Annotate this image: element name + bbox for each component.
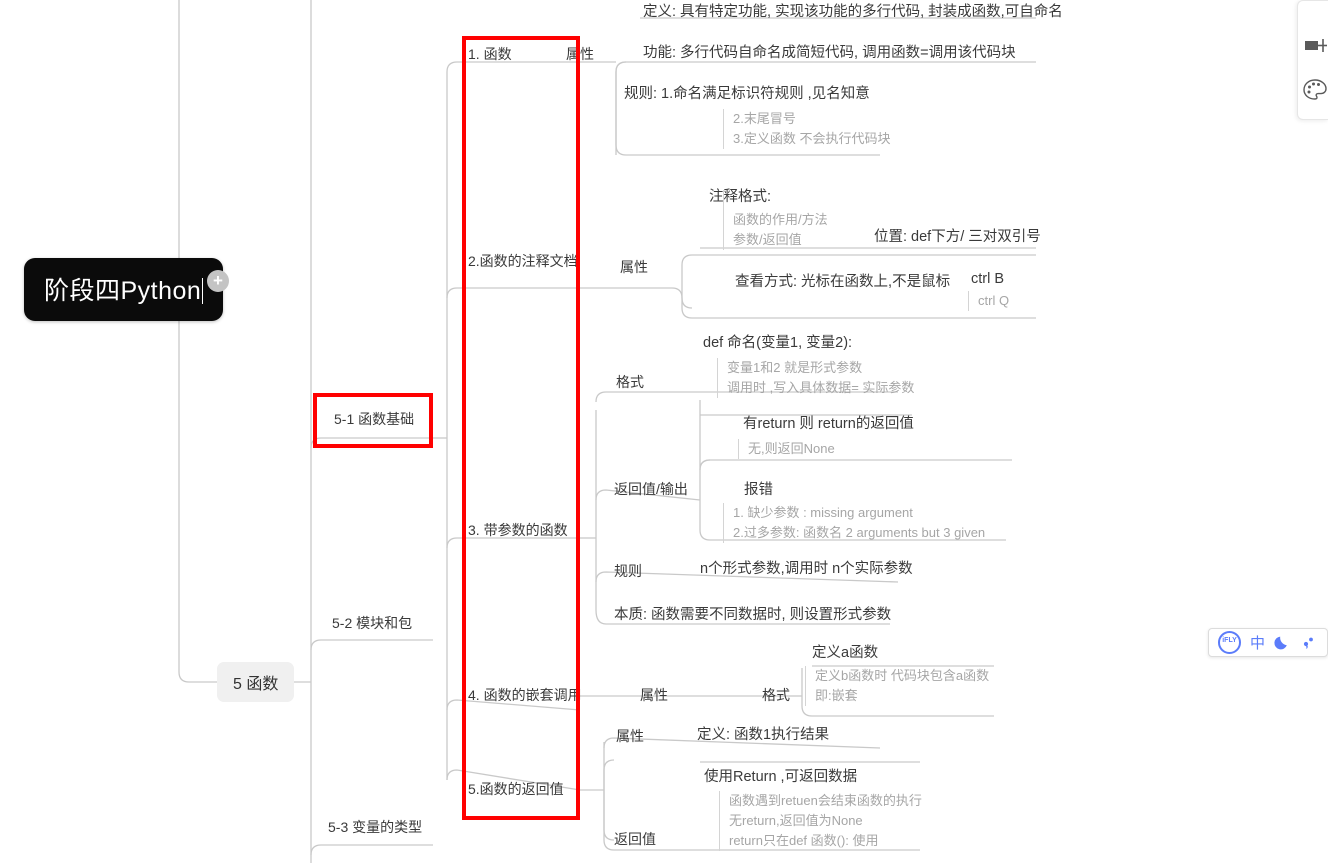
node-essence[interactable]: 本质: 函数需要不同数据时, 则设置形式参数	[614, 607, 892, 623]
node-function-feature[interactable]: 功能: 多行代码自命名成简短代码, 调用函数=调用该代码块	[643, 45, 1016, 61]
def-sub-item: 变量1和2 就是形式参数	[727, 360, 863, 375]
ime-toolbar[interactable]: iFLY 中	[1208, 628, 1328, 657]
node-function-rule-head[interactable]: 规则: 1.命名满足标识符规则 ,见名知意	[624, 86, 870, 102]
def-sub-item: 调用时 ,写入具体数据= 实际参数	[727, 380, 915, 396]
node-2-attribute-label[interactable]: 属性	[620, 259, 648, 275]
return-sub-item: 无,则返回None	[748, 441, 835, 456]
node-5-return-label[interactable]: 返回值	[614, 831, 656, 847]
node-def-param-sublist[interactable]: 变量1和2 就是形式参数 调用时 ,写入具体数据= 实际参数	[717, 358, 915, 399]
error-sub-item: 2.过多参数: 函数名 2 arguments but 3 given	[733, 525, 986, 541]
rule-sub-item: 2.末尾冒号	[733, 111, 796, 126]
floating-tool-panel[interactable]	[1297, 0, 1328, 120]
add-child-button[interactable]: +	[207, 270, 229, 292]
root-node[interactable]: 阶段四Python	[24, 258, 224, 321]
docstring-format-sub-item: 函数的作用/方法	[733, 212, 828, 228]
node-error-sublist[interactable]: 1. 缺少参数 : missing argument 2.过多参数: 函数名 2…	[723, 503, 986, 544]
ime-moon-icon[interactable]	[1274, 634, 1291, 651]
nested-sub-item: 定义b函数时 代码块包含a函数	[815, 668, 990, 683]
rule-sub-item: 3.定义函数 不会执行代码块	[733, 131, 891, 147]
nested-sub-item: 即:嵌套	[815, 688, 858, 704]
ime-language-mode-button[interactable]: 中	[1250, 635, 1266, 652]
node-1-function[interactable]: 1. 函数	[468, 46, 512, 62]
node-rule-n-params[interactable]: n个形式参数,调用时 n个实际参数	[700, 561, 913, 577]
node-docstring-position[interactable]: 位置: def下方/ 三对双引号	[874, 229, 1041, 245]
node-4-format-label[interactable]: 格式	[762, 687, 790, 703]
node-return-has-return[interactable]: 有return 则 return的返回值	[743, 416, 914, 432]
node-function-rule-sublist[interactable]: 2.末尾冒号 3.定义函数 不会执行代码块	[723, 109, 891, 150]
node-shortcut-ctrl-q[interactable]: ctrl Q	[968, 291, 1010, 312]
node-error-head[interactable]: 报错	[744, 482, 773, 498]
node-3-rule-label[interactable]: 规则	[614, 563, 642, 579]
node-return-definition[interactable]: 定义: 函数1执行结果	[697, 727, 830, 743]
node-shortcut-ctrl-b[interactable]: ctrl B	[971, 271, 1005, 287]
node-4-nested-call[interactable]: 4. 函数的嵌套调用	[468, 687, 582, 703]
node-5-3-variable-types[interactable]: 5-3 变量的类型	[328, 819, 423, 835]
palette-icon[interactable]	[1302, 77, 1328, 103]
node-docstring-format-head[interactable]: 注释格式:	[709, 189, 772, 205]
node-docstring-format-sublist[interactable]: x 函数的作用/方法 参数/返回值	[723, 190, 828, 251]
text-cursor	[202, 278, 204, 304]
return5-sub-item: 无return,返回值为None	[729, 813, 863, 829]
shortcut-sub-item: ctrl Q	[978, 293, 1010, 308]
node-function-definition[interactable]: 定义: 具有特定功能, 实现该功能的多行代码, 封装成函数,可自命名	[643, 4, 1063, 20]
return5-sub-item: return只在def 函数(): 使用	[729, 833, 879, 849]
node-3-return-output-label[interactable]: 返回值/输出	[614, 481, 688, 497]
node-3-format-label[interactable]: 格式	[616, 374, 644, 390]
node-define-a-function[interactable]: 定义a函数	[812, 645, 879, 661]
node-return-sublist[interactable]: 函数遇到retuen会结束函数的执行 无return,返回值为None retu…	[719, 791, 922, 852]
ime-punctuation-icon[interactable]	[1300, 634, 1317, 651]
node-5-2-modules-packages[interactable]: 5-2 模块和包	[332, 615, 413, 631]
docstring-format-sub-item: 参数/返回值	[733, 232, 802, 248]
node-return-none-sub[interactable]: 无,则返回None	[738, 439, 835, 460]
node-5-return-value[interactable]: 5.函数的返回值	[468, 781, 564, 797]
presentation-icon[interactable]	[1302, 33, 1328, 59]
return5-sub-item: 函数遇到retuen会结束函数的执行	[729, 793, 922, 808]
node-docstring-view-method[interactable]: 查看方式: 光标在函数上,不是鼠标	[735, 274, 951, 290]
error-sub-item: 1. 缺少参数 : missing argument	[733, 505, 913, 520]
node-4-attribute-label[interactable]: 属性	[640, 687, 668, 703]
root-node-label: 阶段四Python	[44, 277, 202, 305]
node-5-attribute-label[interactable]: 属性	[616, 728, 644, 744]
node-def-signature[interactable]: def 命名(变量1, 变量2):	[703, 335, 853, 351]
node-2-docstring[interactable]: 2.函数的注释文档	[468, 253, 578, 269]
node-use-return[interactable]: 使用Return ,可返回数据	[704, 769, 858, 785]
node-nested-sublist[interactable]: 定义b函数时 代码块包含a函数 即:嵌套	[805, 666, 990, 707]
node-3-function-with-params[interactable]: 3. 带参数的函数	[468, 522, 568, 538]
node-5-functions[interactable]: 5 函数	[217, 662, 295, 702]
node-1-attribute-label[interactable]: 属性	[566, 46, 594, 62]
node-5-1-function-basics[interactable]: 5-1 函数基础	[334, 411, 415, 427]
iflytek-logo-icon[interactable]: iFLY	[1218, 631, 1241, 654]
